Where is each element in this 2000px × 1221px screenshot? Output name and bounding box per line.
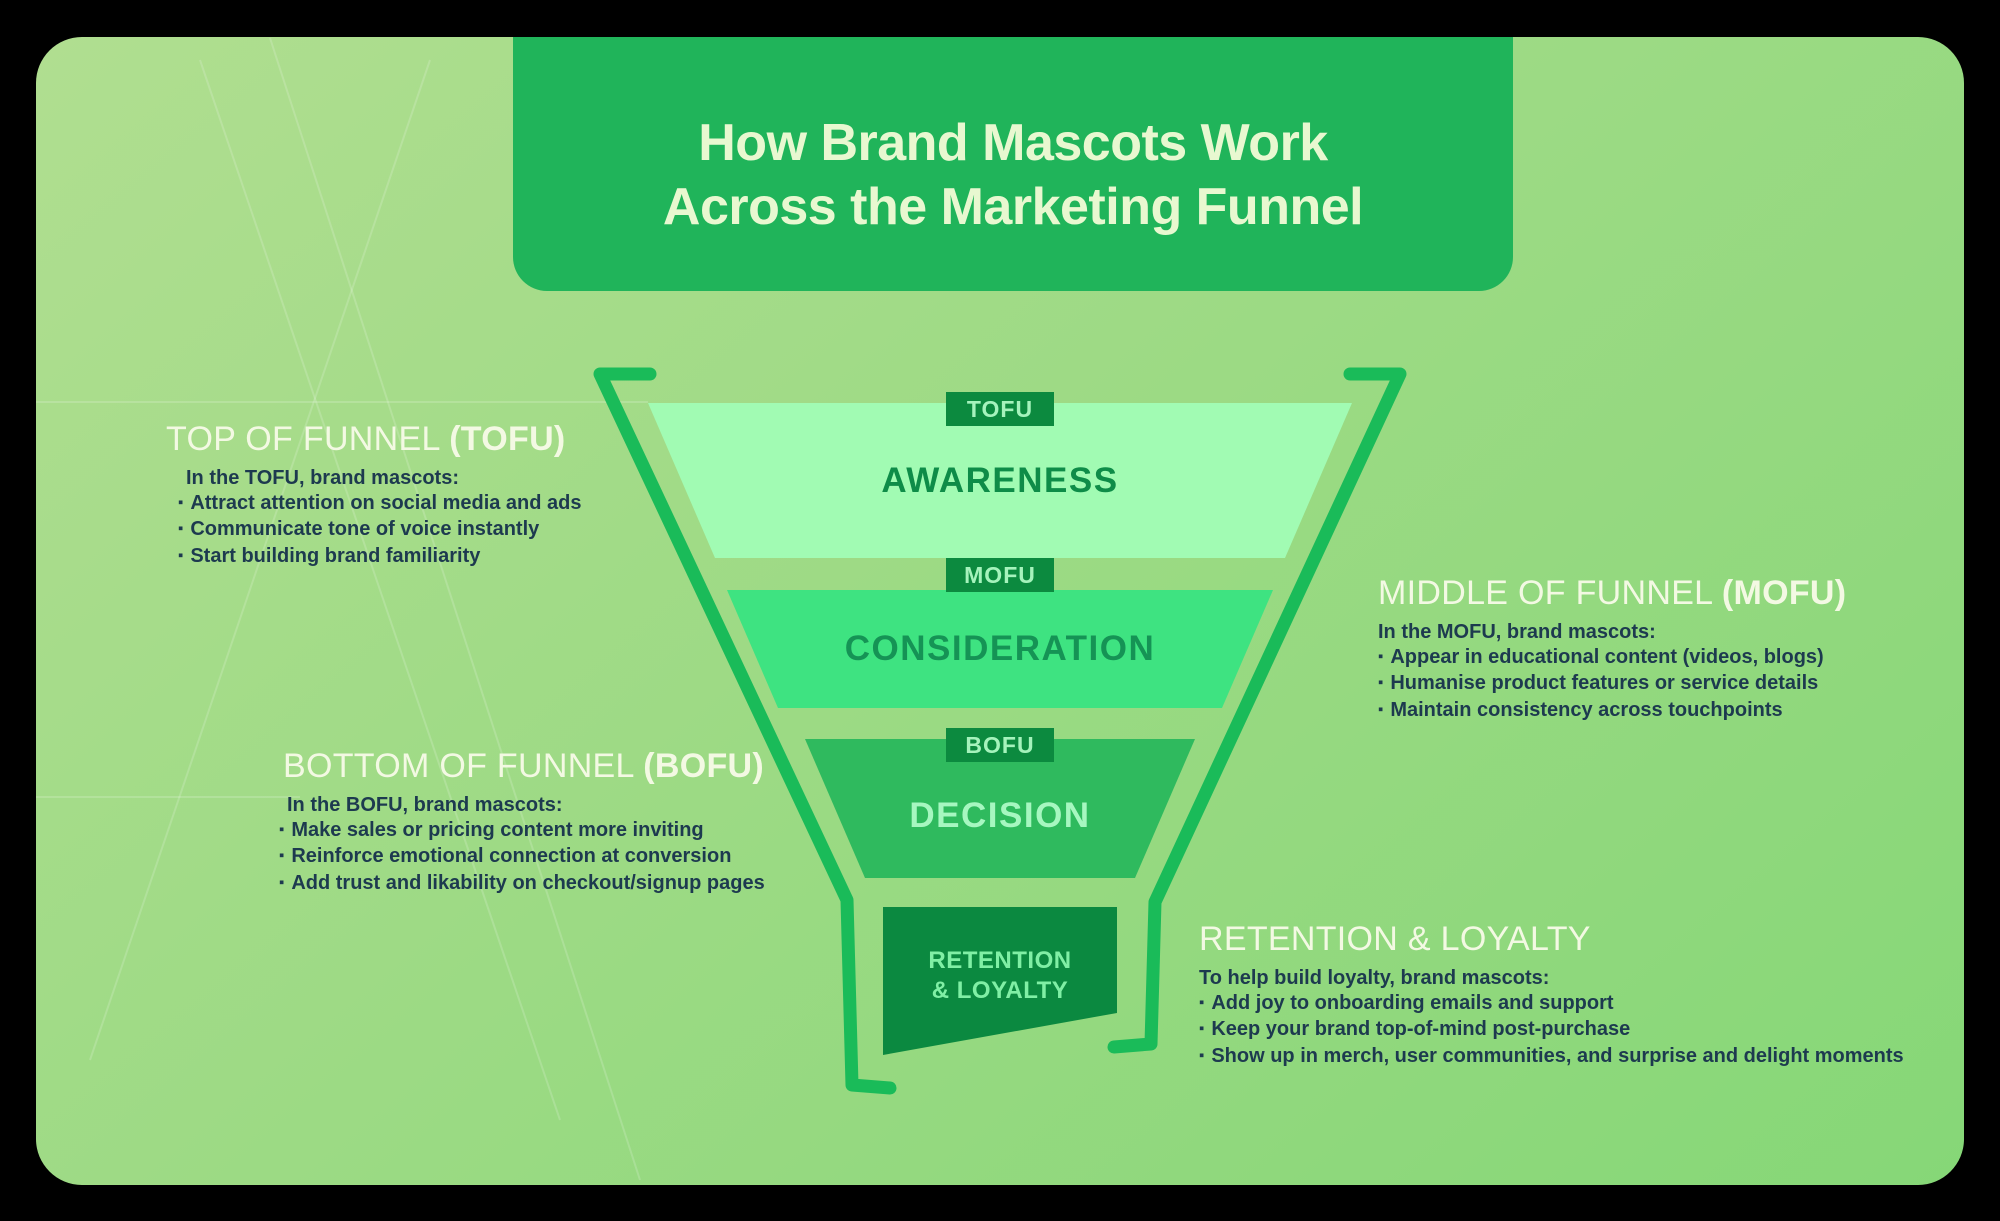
section-mofu: MIDDLE OF FUNNEL (MOFU) In the MOFU, bra… <box>1378 574 1846 724</box>
tofu-tag-text: TOFU <box>966 395 1034 422</box>
funnel-stage-consideration: CONSIDERATION <box>727 590 1273 708</box>
mofu-tag-text: MOFU <box>964 561 1036 588</box>
section-bofu-bullets: Make sales or pricing content more invit… <box>279 818 765 898</box>
bofu-tag-badge: BOFU <box>946 728 1054 762</box>
bullet-item: Start building brand familiarity <box>178 544 582 571</box>
retention-label-line2: & LOYALTY <box>931 977 1069 1004</box>
bullet-item: Humanise product features or service det… <box>1378 671 1846 698</box>
bullet-item: Keep your brand top-of-mind post-purchas… <box>1199 1017 1904 1044</box>
section-mofu-heading: MIDDLE OF FUNNEL (MOFU) <box>1378 574 1846 612</box>
section-tofu: TOP OF FUNNEL (TOFU) In the TOFU, brand … <box>166 420 582 570</box>
section-bofu-heading: BOTTOM OF FUNNEL (BOFU) <box>283 747 765 785</box>
bullet-item: Reinforce emotional connection at conver… <box>279 844 765 871</box>
section-bofu-heading-main: BOTTOM OF FUNNEL <box>283 747 634 785</box>
bullet-item: Appear in educational content (videos, b… <box>1378 645 1846 672</box>
decision-label: DECISION <box>909 795 1091 835</box>
bullet-item: Add trust and likability on checkout/sig… <box>279 871 764 898</box>
section-tofu-heading: TOP OF FUNNEL (TOFU) <box>166 420 582 458</box>
section-mofu-heading-main: MIDDLE OF FUNNEL <box>1378 574 1713 612</box>
title-banner: How Brand Mascots Work Across the Market… <box>513 37 1513 291</box>
awareness-label: AWARENESS <box>881 460 1119 500</box>
section-tofu-heading-main: TOP OF FUNNEL <box>166 420 440 458</box>
section-mofu-body: In the MOFU, brand mascots: Appear in ed… <box>1378 620 1846 724</box>
section-bofu-intro: In the BOFU, brand mascots: <box>287 794 563 816</box>
section-tofu-intro: In the TOFU, brand mascots: <box>186 467 459 489</box>
retention-label-line1: RETENTION <box>928 947 1072 974</box>
bullet-item: Attract attention on social media and ad… <box>178 491 581 518</box>
bullet-item: Communicate tone of voice instantly <box>178 517 582 544</box>
section-mofu-intro: In the MOFU, brand mascots: <box>1378 621 1656 643</box>
bullet-item: Make sales or pricing content more invit… <box>279 818 765 845</box>
section-retention-heading: RETENTION & LOYALTY <box>1199 920 1591 958</box>
bofu-tag-text: BOFU <box>965 731 1035 758</box>
section-bofu-body: In the BOFU, brand mascots: Make sales o… <box>279 793 765 897</box>
bullet-item: Add joy to onboarding emails and support <box>1199 991 1904 1018</box>
funnel-stage-awareness: AWARENESS <box>648 403 1352 558</box>
page-title-line2: Across the Marketing Funnel <box>662 178 1364 236</box>
retention-label: RETENTION & LOYALTY <box>928 946 1071 1006</box>
section-retention-body: To help build loyalty, brand mascots: Ad… <box>1199 966 1904 1070</box>
section-retention: RETENTION & LOYALTY To help build loyalt… <box>1199 920 1904 1070</box>
section-tofu-bullets: Attract attention on social media and ad… <box>178 491 582 571</box>
bullet-item: Show up in merch, user communities, and … <box>1199 1044 1903 1071</box>
bullet-item: Maintain consistency across touchpoints <box>1378 698 1846 725</box>
section-tofu-heading-paren: (TOFU) <box>449 420 566 458</box>
section-mofu-heading-paren: (MOFU) <box>1721 574 1847 612</box>
background-pattern-line <box>199 59 561 1121</box>
mofu-tag-badge: MOFU <box>946 558 1054 592</box>
section-bofu-heading-paren: (BOFU) <box>643 747 765 785</box>
tofu-tag-badge: TOFU <box>946 392 1054 426</box>
page-title-line1: How Brand Mascots Work <box>698 114 1328 172</box>
section-mofu-bullets: Appear in educational content (videos, b… <box>1378 645 1846 725</box>
section-bofu: BOTTOM OF FUNNEL (BOFU) In the BOFU, bra… <box>283 747 765 897</box>
consideration-label: CONSIDERATION <box>844 629 1156 668</box>
section-retention-bullets: Add joy to onboarding emails and support… <box>1199 991 1904 1071</box>
section-tofu-body: In the TOFU, brand mascots: Attract atte… <box>178 466 582 570</box>
section-retention-intro: To help build loyalty, brand mascots: <box>1199 967 1550 989</box>
